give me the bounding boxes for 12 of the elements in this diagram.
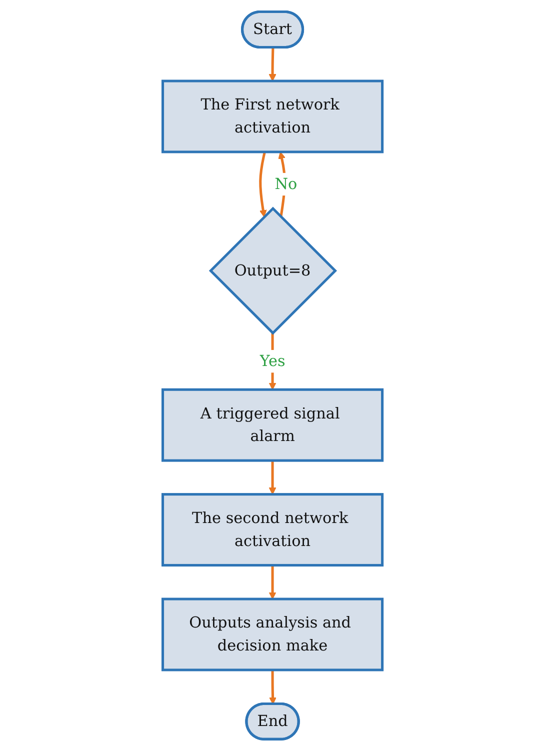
edge-label: No [275,175,298,194]
node-box: A triggered signal alarm [162,388,384,462]
edge-label: Yes [260,352,286,370]
node-box: The second network activation [162,493,384,567]
node-box: The First network activation [162,80,384,154]
node-box: Outputs analysis and decision make [162,598,384,672]
arrow [260,152,268,218]
arrow [270,670,277,704]
arrow [269,460,277,495]
node-diamond: Output=8 [209,206,338,335]
arrow [269,565,277,600]
arrow [269,48,277,82]
